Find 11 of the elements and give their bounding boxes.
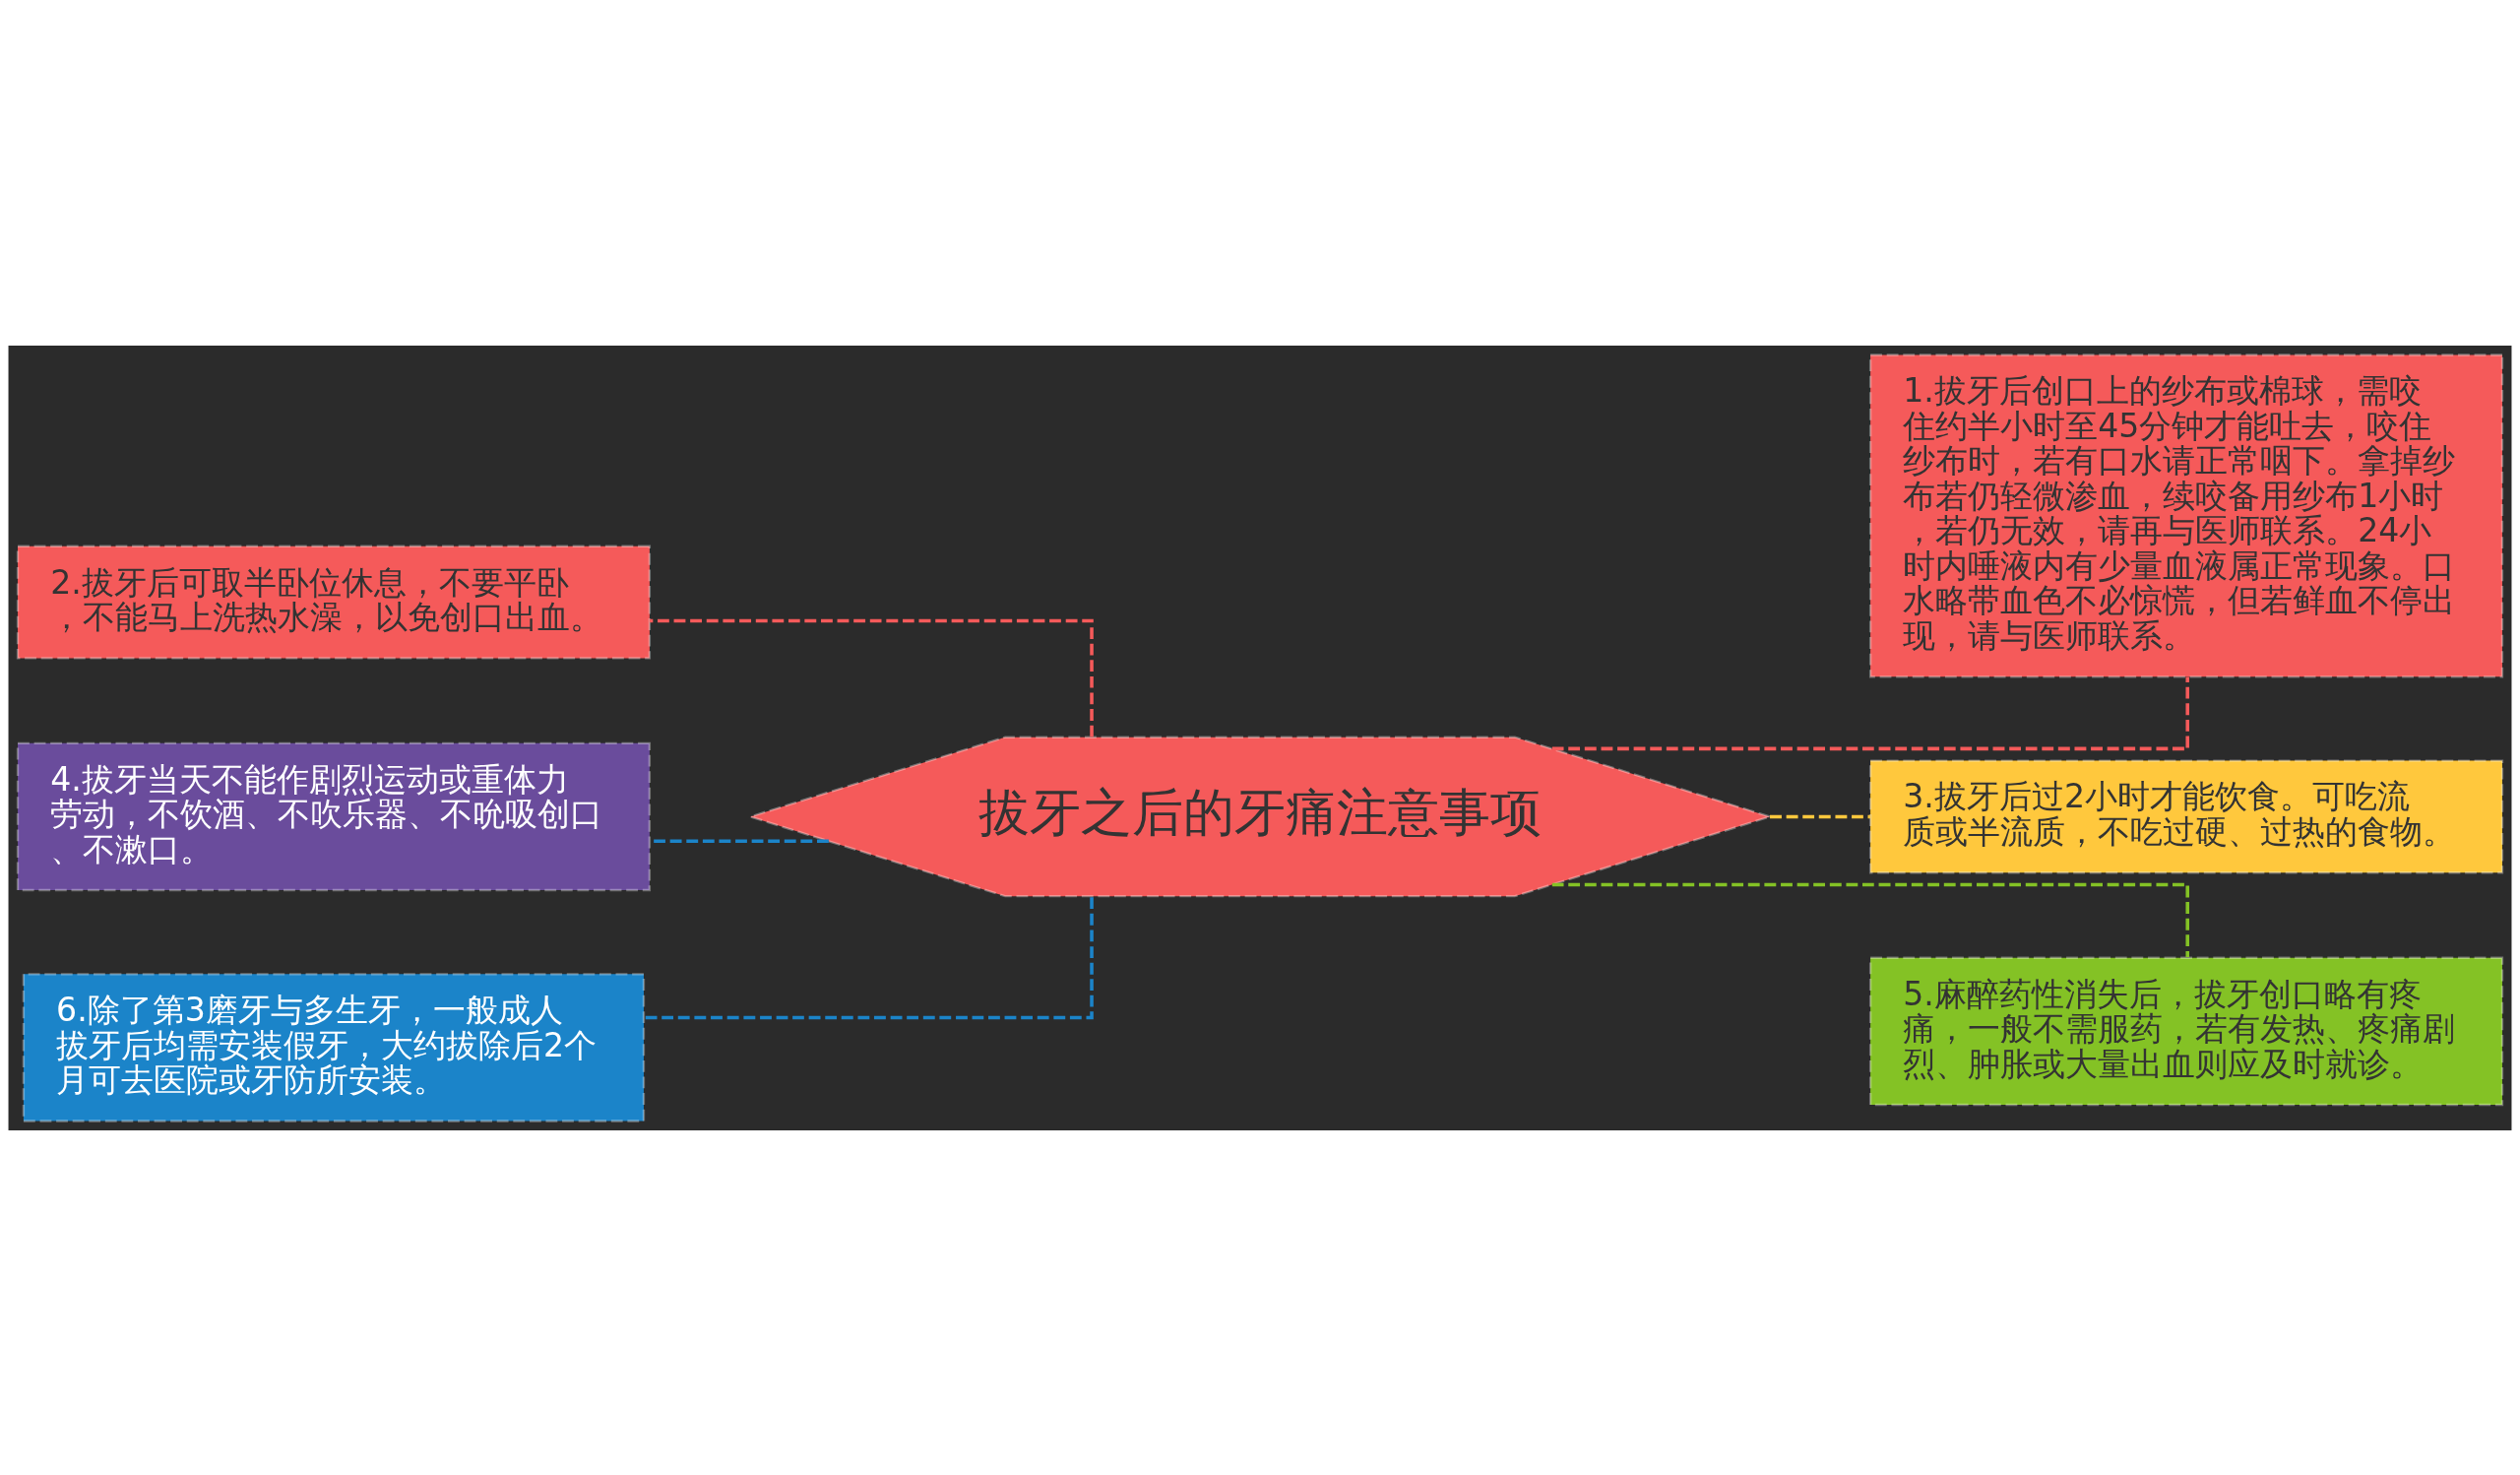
connector bbox=[1770, 814, 1870, 818]
node-box: 4.拔牙当天不能作剧烈运动或重体力劳动，不饮酒、不吹乐器、不吮吸创口、不漱口。 bbox=[16, 741, 652, 891]
node-box: 3.拔牙后过2小时才能饮食。可吃流质或半流质，不吃过硬、过热的食物。 bbox=[1868, 758, 2504, 873]
connector bbox=[649, 618, 1094, 737]
connector bbox=[1551, 676, 2189, 750]
node-box: 5.麻醉药性消失后，拔牙创口略有疼痛，一般不需服药，若有发热、疼痛剧烈、肿胀或大量出血则应及时就诊。 bbox=[1868, 956, 2504, 1106]
node-box: 1.拔牙后创口上的纱布或棉球，需咬住约半小时至45分钟才能吐去，咬住纱布时，若有口水请正常咽下。拿掉纱布若仍轻微渗血，续咬备用纱布1小时，若仍无效，请再与医师联系。24小时内唾液内有少量血液属正常现象。口水略带血色不必惊慌，但若鲜血不停出现，请与医师联系。 bbox=[1868, 353, 2504, 677]
connector bbox=[644, 896, 1094, 1019]
node-box: 6.除了第3磨牙与多生牙，一般成人拔牙后均需安装假牙，大约拔除后2个月可去医院或牙防所安装。 bbox=[22, 972, 646, 1122]
node-box: 2.拔牙后可取半卧位休息，不要平卧，不能马上洗热水澡，以免创口出血。 bbox=[16, 545, 652, 660]
connector bbox=[1551, 882, 2189, 957]
